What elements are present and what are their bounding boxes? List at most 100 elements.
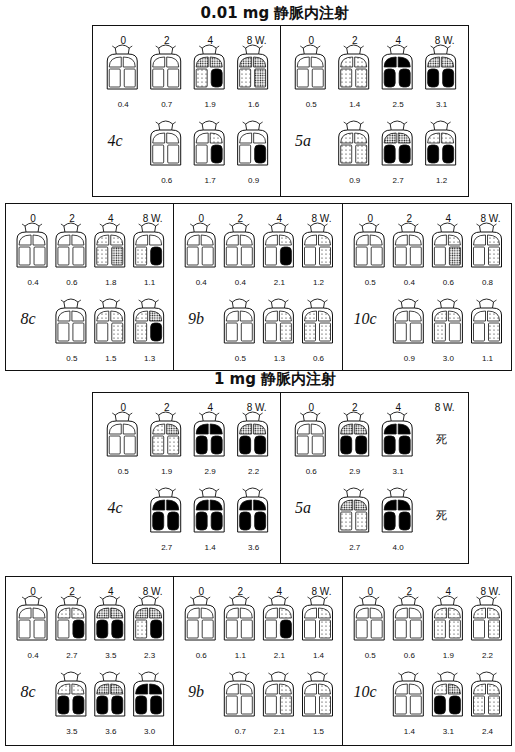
week-header: 0 [198,213,204,224]
mouse-body [194,421,224,456]
text-slot: 8 W. [309,208,333,226]
text-slot: 4 [106,208,116,226]
mouse-body [432,681,462,716]
text-slot: 8 W. [433,397,457,415]
lung-lobe [371,247,382,265]
mouse-ear [61,673,81,675]
mouse-head [362,596,376,605]
mouse-icon [185,596,215,640]
text-slot: 3.6 [246,536,261,554]
upper-lobe [109,57,121,67]
mouse-head [25,223,39,232]
mouse-body [339,54,369,89]
upper-lobe [240,311,252,321]
mouse-ear [61,300,81,302]
mouse-body [56,308,86,343]
tumor-value: 2.7 [161,543,172,552]
week-header: 4 [207,35,213,46]
lung-lobe [255,512,266,530]
tumor-value: 1.4 [313,651,324,660]
mouse-ear [190,597,210,599]
mouse-ear [398,300,418,302]
lung-lobe [112,323,123,341]
panel-illustration [17,596,164,716]
mouse-ear [308,673,328,675]
mouse-icon [56,596,86,640]
tumor-value: 0.9 [404,354,415,363]
lung-lobe [280,247,291,265]
mouse-head [347,412,361,421]
lung-lobe [58,696,69,714]
upper-lobe [279,684,291,694]
mouse-body [151,497,181,532]
mouse-icon [224,223,254,267]
lung-lobe [395,696,406,714]
text-slot: 3.0 [441,347,456,365]
tumor-value: 3.1 [393,467,404,476]
week-header: 8 W. [143,586,163,597]
mouse-head [159,45,173,54]
mouse-head [25,596,39,605]
tumor-value: 3.0 [144,727,155,736]
upper-lobe [153,133,165,143]
mouse-head [64,223,78,232]
mouse-ear [477,597,497,599]
lung-lobe [280,696,291,714]
text-slot: 2.7 [159,536,174,554]
mouse-icon [107,412,137,456]
tumor-value: 0.4 [27,278,38,287]
lung-lobe [34,620,45,638]
text-slot: 4 [275,208,285,226]
mouse-body [238,54,268,89]
tumor-value: 4.0 [393,543,404,552]
panel-illustration [354,223,501,343]
upper-lobe [111,235,123,245]
upper-lobe [279,311,291,321]
text-slot: 0.7 [233,720,248,738]
lung-lobe [187,247,198,265]
upper-lobe [240,500,252,510]
upper-lobe [111,311,123,321]
tumor-value: 1.1 [482,354,493,363]
lung-lobe [211,436,222,454]
mouse-head [401,299,415,308]
text-slot: 2.9 [347,460,362,478]
mouse-head [347,45,361,54]
mouse-icon [238,121,268,165]
mouse-body [393,605,423,640]
mouse-head [64,596,78,605]
title-wrap: 1 mg 静脈内注射 [212,370,338,389]
mouse-icon [472,672,502,716]
tumor-value: 0.8 [482,278,493,287]
lung-lobe [280,323,291,341]
text-slot: 2.7 [64,644,79,662]
lung-lobe [341,436,352,454]
tumor-value: 0.6 [306,467,317,476]
mouse-ear [199,413,219,415]
text-slot: 1.8 [103,271,118,289]
upper-lobe [448,311,460,321]
week-header: 8 W. [480,586,500,597]
mouse-body [472,232,502,267]
tumor-value: 0.5 [306,100,317,109]
mouse-ear [100,300,120,302]
week-header: 8 W. [311,586,331,597]
lung-lobe [434,696,445,714]
text-slot: 2 [350,30,360,48]
mouse-ear [398,597,418,599]
text-slot: 8 W. [309,581,333,599]
mouse-ear [112,413,132,415]
lung-lobe [151,323,162,341]
text-slot: 8 W. [478,581,502,599]
upper-lobe [370,608,382,618]
lung-lobe [19,247,30,265]
upper-lobe [488,235,500,245]
mouse-ear [22,597,42,599]
upper-lobe [58,235,70,245]
lung-lobe [305,620,316,638]
mouse-ear [156,122,176,124]
mouse-head [480,672,494,681]
text-slot: 1.6 [246,93,261,111]
mouse-head [303,412,317,421]
lung-lobe [449,323,460,341]
